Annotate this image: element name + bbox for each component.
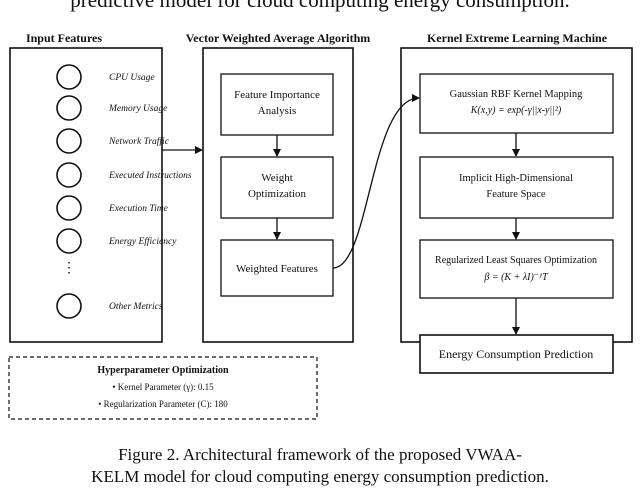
hyperparameter-title: Hyperparameter Optimization (97, 365, 229, 376)
feature-node-icon (56, 228, 82, 254)
feature-importance-line2: Analysis (258, 105, 297, 117)
feature-label: Execution Time (108, 204, 168, 214)
feature-label: Other Metrics (109, 302, 163, 312)
connector-vwaa-to-kelm (332, 94, 420, 269)
least-squares-formula: β = (K + λI)⁻¹T (483, 272, 549, 283)
feature-label: CPU Usage (109, 73, 155, 83)
feature-importance-box (220, 73, 334, 136)
vwaa-panel (202, 47, 354, 343)
weight-optimization-line2: Optimization (248, 188, 307, 200)
least-squares-box (419, 239, 614, 299)
feature-network-traffic: Network Traffic (56, 128, 170, 154)
rbf-kernel-title: Gaussian RBF Kernel Mapping (450, 89, 583, 100)
feature-energy-efficiency: Energy Efficiency (56, 228, 177, 254)
feature-node-icon (56, 162, 82, 188)
feature-label: Energy Efficiency (108, 236, 177, 247)
feature-execution-time: Execution Time (56, 195, 168, 221)
regularization-parameter: • Regularization Parameter (C): 180 (98, 399, 228, 409)
feature-memory-usage: Memory Usage (56, 95, 167, 121)
feature-node-icon (56, 195, 82, 221)
feature-label: Network Traffic (108, 136, 170, 147)
figure-caption-line1: Figure 2. Architectural framework of the… (118, 445, 522, 464)
rbf-kernel-formula: K(x,y) = exp(-γ||x-y||²) (470, 105, 562, 116)
hyperparameter-box (8, 356, 318, 420)
input-features-title: Input Features (26, 31, 102, 45)
feature-node-icon (56, 64, 82, 90)
feature-cpu-usage: CPU Usage (56, 64, 155, 90)
feature-space-line1: Implicit High-Dimensional (459, 173, 573, 184)
input-features-panel (9, 47, 163, 343)
energy-prediction-box (419, 334, 614, 374)
weighted-features-label: Weighted Features (236, 263, 318, 275)
feature-label: Memory Usage (108, 104, 167, 114)
feature-importance-line1: Feature Importance (234, 89, 320, 101)
intro-text: predictive model for cloud computing ene… (70, 0, 570, 12)
kernel-parameter: • Kernel Parameter (γ): 0.15 (112, 382, 214, 392)
least-squares-title: Regularized Least Squares Optimization (435, 255, 597, 266)
weight-optimization-box (220, 156, 334, 219)
rbf-kernel-box (419, 73, 614, 134)
feature-space-line2: Feature Space (486, 189, 546, 200)
feature-label: Executed Instructions (108, 171, 192, 181)
energy-prediction-label: Energy Consumption Prediction (439, 347, 593, 361)
vwaa-title: Vector Weighted Average Algorithm (186, 31, 371, 45)
weight-optimization-line1: Weight (261, 172, 293, 184)
feature-node-icon (56, 95, 82, 121)
feature-node-icon (56, 128, 82, 154)
ellipsis-icon: ⋮ (62, 261, 76, 276)
feature-node-icon (56, 293, 82, 319)
feature-other-metrics: Other Metrics (56, 293, 163, 319)
feature-space-box (419, 156, 614, 219)
feature-executed-instructions: Executed Instructions (56, 162, 192, 188)
kelm-title: Kernel Extreme Learning Machine (427, 31, 608, 45)
weighted-features-box (220, 239, 334, 297)
figure-caption-line2: KELM model for cloud computing energy co… (91, 467, 549, 486)
